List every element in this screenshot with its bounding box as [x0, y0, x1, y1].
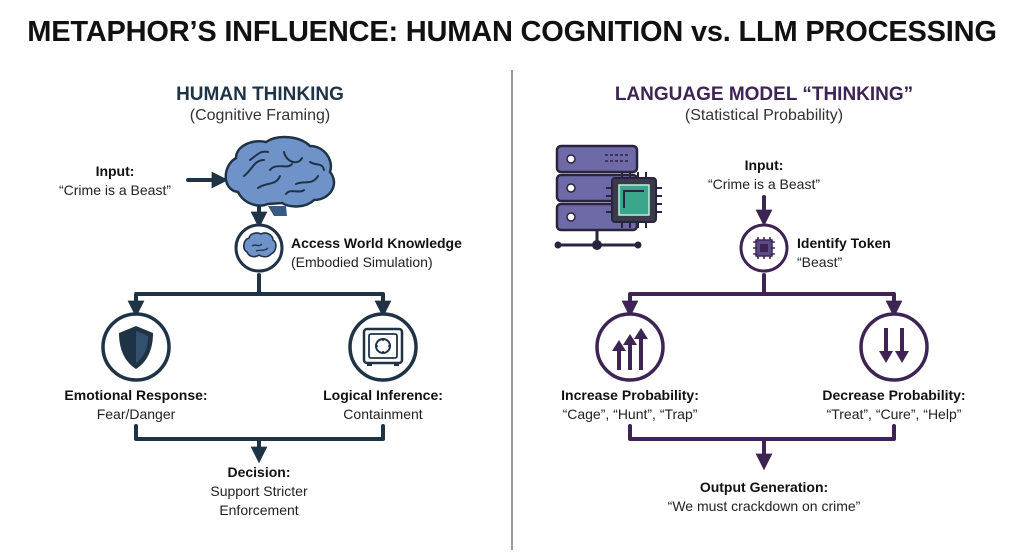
panel-divider	[511, 70, 513, 550]
llm-right-title: Decrease Probability:	[822, 387, 966, 403]
llm-heading: LANGUAGE MODEL “THINKING”	[614, 84, 914, 105]
human-input: Input: “Crime is a Beast”	[40, 162, 190, 200]
human-right-title: Logical Inference:	[323, 387, 443, 403]
arrows-up-icon	[595, 312, 665, 382]
llm-input-text: “Crime is a Beast”	[707, 176, 821, 192]
brain-circle-icon	[234, 223, 284, 273]
human-step-access: Access World Knowledge (Embodied Simulat…	[291, 234, 501, 272]
shield-icon	[101, 312, 171, 382]
human-step1-sub: (Embodied Simulation)	[291, 254, 433, 270]
arrows-down-icon	[859, 312, 929, 382]
chip-icon	[606, 172, 662, 228]
llm-out-title: Output Generation:	[699, 479, 829, 495]
llm-flow-lines	[621, 195, 903, 462]
human-right-text: Containment	[343, 406, 423, 422]
human-subheading: (Cognitive Framing)	[189, 107, 331, 124]
llm-step1-sub: “Beast”	[797, 254, 843, 270]
page-title: METAPHOR’S INFLUENCE: HUMAN COGNITION vs…	[27, 16, 997, 48]
human-emotional: Emotional Response: Fear/Danger	[46, 386, 226, 424]
human-decision: Decision: Support Stricter Enforcement	[179, 463, 339, 520]
llm-output: Output Generation: “We must crackdown on…	[644, 478, 884, 516]
human-out-line2: Enforcement	[219, 502, 299, 518]
llm-left-title: Increase Probability:	[561, 387, 699, 403]
human-input-label: Input:	[95, 163, 135, 179]
llm-step1-title: Identify Token	[797, 235, 891, 251]
llm-left-text: “Cage”, “Hunt”, “Trap”	[562, 406, 698, 422]
llm-step-token: Identify Token “Beast”	[797, 234, 947, 272]
llm-right-text: “Treat”, “Cure”, “Help”	[826, 406, 962, 422]
human-logical: Logical Inference: Containment	[300, 386, 466, 424]
llm-subheading: (Statistical Probability)	[684, 107, 844, 124]
llm-input-label: Input:	[744, 157, 784, 173]
llm-out-text: “We must crackdown on crime”	[667, 498, 861, 514]
safe-icon	[348, 312, 418, 382]
human-out-title: Decision:	[227, 464, 291, 480]
token-chip-icon	[739, 223, 789, 273]
llm-input: Input: “Crime is a Beast”	[684, 156, 844, 194]
llm-increase: Increase Probability: “Cage”, “Hunt”, “T…	[548, 386, 712, 424]
human-left-title: Emotional Response:	[64, 387, 208, 403]
human-input-text: “Crime is a Beast”	[58, 182, 172, 198]
human-out-line1: Support Stricter	[210, 483, 308, 499]
human-heading: HUMAN THINKING	[176, 84, 344, 105]
human-step1-title: Access World Knowledge	[291, 235, 462, 251]
brain-icon	[224, 135, 336, 216]
human-left-text: Fear/Danger	[96, 406, 176, 422]
llm-decrease: Decrease Probability: “Treat”, “Cure”, “…	[806, 386, 982, 424]
